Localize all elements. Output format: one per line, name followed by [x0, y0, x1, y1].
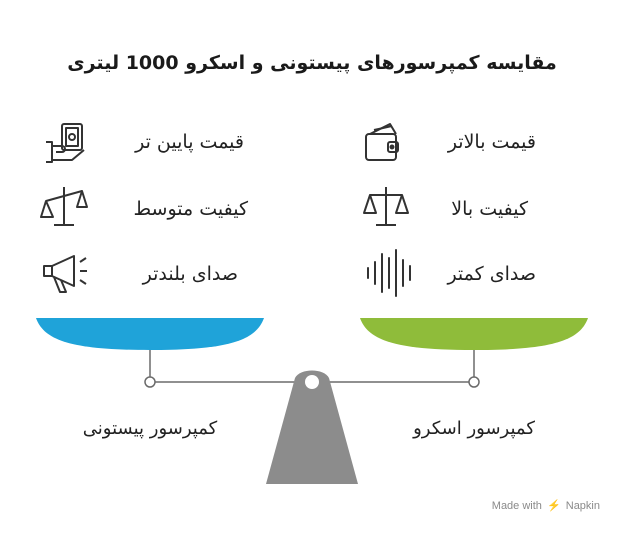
piston-pan: [36, 318, 264, 350]
diagram-title: مقایسه کمپرسورهای پیستونی و اسکرو 1000 ل…: [67, 52, 557, 74]
screw-hanger-joint: [468, 376, 480, 388]
piston-item-price: قیمت پایین تر: [135, 131, 244, 153]
screw-item-noise: صدای کمتر: [447, 263, 536, 285]
tilted-scale-icon: [40, 185, 88, 231]
footer-credit: Made with ⚡ Napkin: [492, 499, 600, 512]
screw-item-price: قیمت بالاتر: [447, 131, 536, 153]
screw-caption: کمپرسور اسکرو: [413, 418, 535, 439]
money-hand-icon: [42, 120, 90, 166]
piston-caption: کمپرسور پیستونی: [82, 418, 218, 439]
napkin-brand: Napkin: [565, 500, 600, 512]
piston-item-quality: کیفیت متوسط: [133, 198, 248, 220]
sound-wave-icon: [364, 248, 416, 298]
megaphone-icon: [40, 250, 88, 300]
wallet-icon: [360, 120, 406, 166]
fulcrum: [266, 370, 358, 484]
piston-hanger-joint: [144, 376, 156, 388]
screw-item-quality: کیفیت بالا: [451, 198, 528, 220]
balanced-scale-icon: [362, 185, 410, 231]
napkin-logo-icon: ⚡: [546, 500, 561, 512]
fulcrum-pivot: [305, 375, 319, 389]
screw-pan: [360, 318, 588, 350]
piston-item-noise: صدای بلندتر: [142, 263, 238, 285]
made-with-label: Made with: [491, 500, 542, 512]
